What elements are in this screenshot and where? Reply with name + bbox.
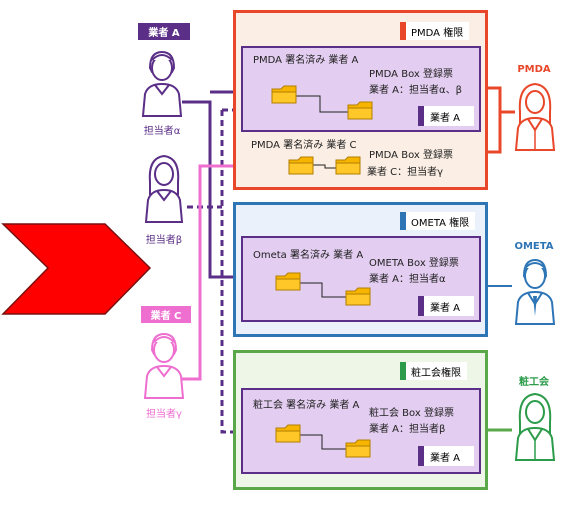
chuko-vendor-a-tag-label: 業者 A (430, 452, 461, 464)
chuko-permission-bar (400, 362, 406, 380)
vendor-a-label: 業者 A (148, 28, 180, 39)
ometa-permission-bar (400, 212, 406, 230)
person-beta-label: 担当者β (145, 235, 183, 246)
folder-icon (347, 101, 373, 120)
person-beta-icon (142, 152, 186, 226)
pmda-folder-c-title: PMDA 署名済み 業者 C (251, 140, 357, 151)
person-gamma-label: 担当者γ (146, 409, 182, 420)
chuko-permission-label: 粧工会権限 (411, 367, 461, 379)
pmda-permission-label: PMDA 権限 (411, 27, 464, 39)
ometa-permission-label: OMETA 権限 (411, 217, 470, 229)
person-alpha-label: 担当者α (143, 126, 181, 137)
ometa-permission-tag: OMETA 権限 (400, 212, 476, 230)
pmda-registry-a-person: 業者 A：担当者α、β (369, 85, 462, 96)
folder-icon (275, 424, 301, 443)
pmda-permission-bar (400, 22, 406, 40)
pmda-vendor-a-tag: 業者 A (418, 106, 474, 126)
folder-icon (288, 156, 314, 175)
ometa-registry-title: OMETA Box 登録票 (369, 258, 459, 269)
folder-icon (271, 85, 297, 104)
folder-icon (345, 439, 371, 458)
ometa-vendor-a-tag: 業者 A (418, 296, 474, 316)
ometa-person-icon (512, 256, 558, 326)
pmda-person-icon (512, 80, 558, 152)
chuko-person-icon (512, 390, 558, 462)
folder-icon (275, 272, 301, 291)
person-alpha-icon (140, 48, 184, 120)
ometa-vendor-a-bar (418, 296, 424, 316)
pmda-registry-a-title: PMDA Box 登録票 (369, 69, 453, 80)
ometa-vendor-a-tag-label: 業者 A (430, 302, 461, 314)
vendor-a-badge: 業者 A (138, 23, 190, 40)
pmda-vendor-a-bar (418, 106, 424, 126)
pmda-a-folder-link (285, 95, 348, 113)
chuko-folder-a-title: 粧工会 署名済み 業者 A (253, 400, 360, 411)
folder-icon (345, 287, 371, 306)
ometa-registry-person: 業者 A：担当者α (369, 274, 446, 285)
pmda-registry-c-person: 業者 C：担当者γ (367, 167, 444, 178)
ometa-folder-a-title: Ometa 署名済み 業者 A (253, 250, 364, 261)
chuko-registry-title: 粧工会 Box 登録票 (369, 408, 454, 419)
vendor-c-badge: 業者 C (141, 306, 191, 323)
chuko-vendor-a-bar (418, 446, 424, 466)
chuko-folder-link (300, 434, 346, 450)
pmda-folder-a-title: PMDA 署名済み 業者 A (253, 55, 359, 66)
chuko-registry-person: 業者 A：担当者β (369, 424, 446, 435)
folder-icon (335, 156, 361, 175)
ometa-org-label: OMETA (514, 241, 554, 252)
chuko-permission-tag: 粧工会権限 (400, 362, 467, 380)
pmda-c-folder-link (313, 164, 336, 169)
pmda-registry-c-title: PMDA Box 登録票 (369, 150, 453, 161)
pmda-org-label: PMDA (517, 64, 551, 75)
pmda-permission-tag: PMDA 権限 (400, 22, 470, 40)
person-gamma-icon (142, 330, 186, 402)
vendor-c-label: 業者 C (150, 311, 182, 322)
beta-dashed-line (220, 110, 268, 444)
pmda-vendor-a-tag-label: 業者 A (430, 112, 461, 124)
chuko-org-label: 粧工会 (519, 377, 549, 388)
ometa-folder-link (300, 282, 346, 298)
chuko-vendor-a-tag: 業者 A (418, 446, 474, 466)
